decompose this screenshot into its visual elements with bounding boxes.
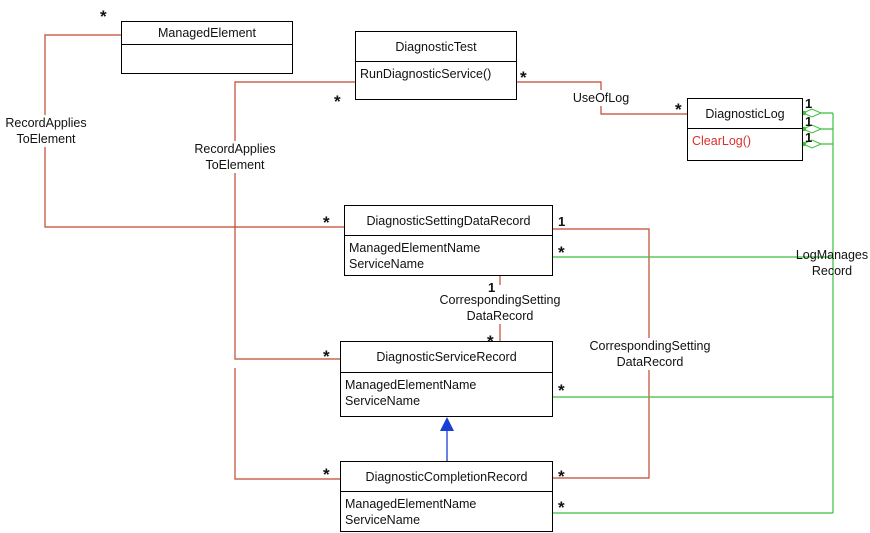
attribute-service-name: ServiceName (345, 513, 421, 527)
class-name: DiagnosticTest (356, 32, 516, 62)
aggregation-diamond-icon (801, 108, 823, 118)
class-diagnostic-test[interactable]: DiagnosticTest RunDiagnosticService() (355, 31, 517, 100)
label-use-of-log: UseOfLog (568, 90, 634, 106)
multiplicity-log-3: 1 (805, 130, 813, 145)
multiplicity-service-top: * (487, 332, 494, 351)
multiplicity-service-log: * (558, 381, 565, 400)
attribute-service-name: ServiceName (349, 257, 425, 271)
class-diagnostic-log[interactable]: DiagnosticLog ClearLog() (687, 98, 803, 161)
multiplicity-setting-log: * (558, 243, 565, 262)
label-record-applies-right: RecordApplies ToElement (189, 141, 281, 173)
class-name: ManagedElement (122, 22, 292, 45)
class-diagnostic-setting-data-record[interactable]: DiagnosticSettingDataRecord ManagedEleme… (344, 205, 553, 276)
operation-clear-log: ClearLog() (692, 134, 752, 148)
multiplicity-completion-left: * (323, 465, 330, 484)
label-line: Record (811, 264, 853, 278)
operation-run-diagnostic-service: RunDiagnosticService() (360, 67, 492, 81)
assoc-record-applies-right-upper[interactable] (234, 81, 355, 360)
assoc-record-applies-right-lower[interactable] (234, 368, 341, 480)
multiplicity-setting-left: * (323, 213, 330, 232)
generalization-arrow-icon (440, 417, 454, 431)
multiplicity-completion-right: * (558, 467, 565, 486)
class-name: DiagnosticServiceRecord (341, 342, 552, 373)
class-name: DiagnosticSettingDataRecord (345, 206, 552, 236)
multiplicity-log-2: 1 (805, 114, 813, 129)
multiplicity-setting-bottom: 1 (488, 280, 496, 295)
attribute-managed-element-name: ManagedElementName (345, 497, 477, 511)
label-corresponding-outer: CorrespondingSetting DataRecord (582, 338, 718, 370)
label-line: DataRecord (616, 355, 684, 369)
label-line: CorrespondingSetting (589, 339, 711, 353)
label-corresponding-inner: CorrespondingSetting DataRecord (432, 292, 568, 324)
label-line: DataRecord (466, 309, 534, 323)
aggregation-diamond-icon (801, 124, 823, 134)
class-diagnostic-completion-record[interactable]: DiagnosticCompletionRecord ManagedElemen… (340, 461, 553, 532)
multiplicity-log-use: * (675, 100, 682, 119)
multiplicity-setting-right: 1 (558, 214, 566, 229)
multiplicity-log-1: 1 (805, 96, 813, 111)
multiplicity-managed-element: * (100, 7, 107, 26)
label-log-manages-record: LogManages Record (790, 247, 870, 279)
attribute-service-name: ServiceName (345, 394, 421, 408)
class-diagnostic-service-record[interactable]: DiagnosticServiceRecord ManagedElementNa… (340, 341, 553, 417)
label-line: UseOfLog (572, 91, 630, 105)
label-line: RecordApplies (5, 116, 87, 130)
class-name: DiagnosticLog (688, 99, 802, 129)
label-line: ToElement (205, 158, 265, 172)
multiplicity-test-right: * (520, 68, 527, 87)
multiplicity-service-left: * (323, 347, 330, 366)
multiplicity-completion-log: * (558, 498, 565, 517)
label-line: ToElement (16, 132, 76, 146)
label-line: RecordApplies (194, 142, 276, 156)
label-record-applies-left: RecordApplies ToElement (0, 115, 92, 147)
class-managed-element[interactable]: ManagedElement (121, 21, 293, 74)
label-line: CorrespondingSetting (439, 293, 561, 307)
attribute-managed-element-name: ManagedElementName (349, 241, 481, 255)
attribute-managed-element-name: ManagedElementName (345, 378, 477, 392)
class-name: DiagnosticCompletionRecord (341, 462, 552, 492)
aggregation-diamond-icon (801, 139, 823, 149)
label-line: LogManages (795, 248, 869, 262)
multiplicity-test-left: * (334, 92, 341, 111)
